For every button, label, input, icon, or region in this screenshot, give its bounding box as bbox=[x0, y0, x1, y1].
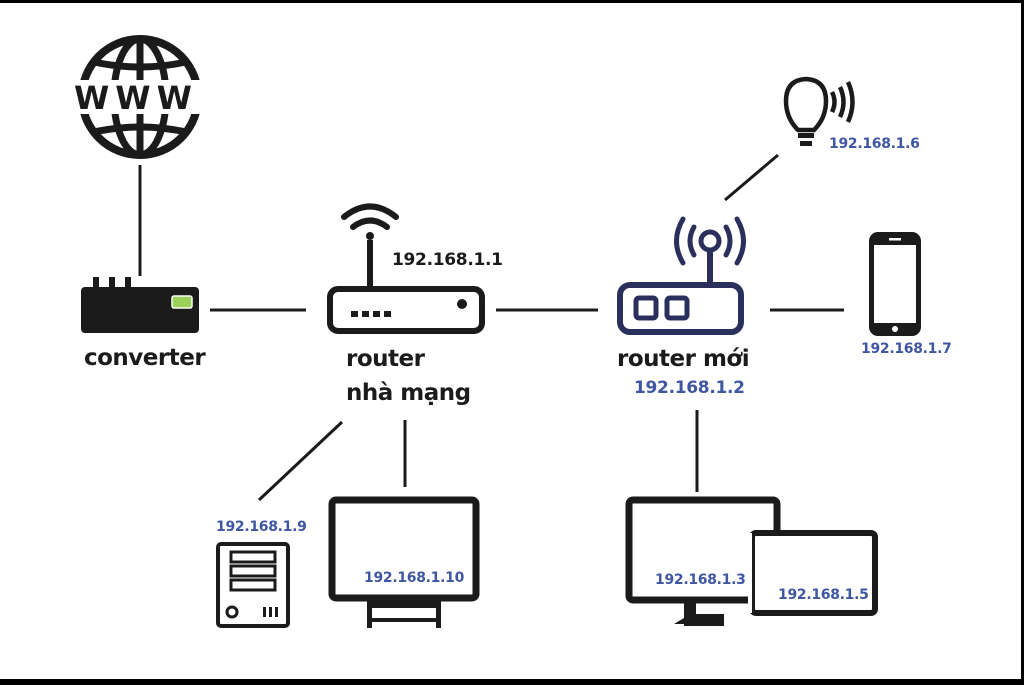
isp-router-label-line2: nhà mạng bbox=[346, 380, 471, 406]
phone-icon bbox=[869, 232, 921, 336]
monitor-ip: 192.168.1.10 bbox=[364, 570, 465, 586]
laptop-icon bbox=[748, 530, 878, 616]
radio-waves-icon bbox=[674, 216, 746, 266]
converter-label: converter bbox=[84, 345, 206, 371]
isp-router-ip: 192.168.1.1 bbox=[392, 250, 503, 270]
converter-icon bbox=[81, 277, 199, 333]
connections bbox=[138, 153, 844, 502]
link-newrouter-bulb bbox=[724, 153, 779, 202]
bulb-ip: 192.168.1.6 bbox=[829, 136, 920, 152]
monitor-icon bbox=[328, 496, 480, 628]
server-icon bbox=[216, 542, 290, 628]
server-ip: 192.168.1.9 bbox=[216, 519, 307, 535]
link-router-server bbox=[257, 420, 344, 502]
light-bulb-icon bbox=[783, 76, 855, 146]
isp-router-icon bbox=[327, 240, 485, 334]
desktop-ip: 192.168.1.3 bbox=[655, 572, 746, 588]
laptop-ip: 192.168.1.5 bbox=[778, 587, 869, 603]
new-router-icon bbox=[617, 229, 744, 335]
new-router-ip: 192.168.1.2 bbox=[634, 378, 745, 398]
isp-router-label-line1: router bbox=[346, 346, 425, 372]
phone-ip: 192.168.1.7 bbox=[861, 341, 952, 357]
wifi-icon bbox=[341, 203, 399, 240]
new-router-label: router mới bbox=[617, 346, 750, 372]
globe-icon bbox=[73, 35, 207, 159]
globe-text: WWW bbox=[74, 79, 198, 117]
